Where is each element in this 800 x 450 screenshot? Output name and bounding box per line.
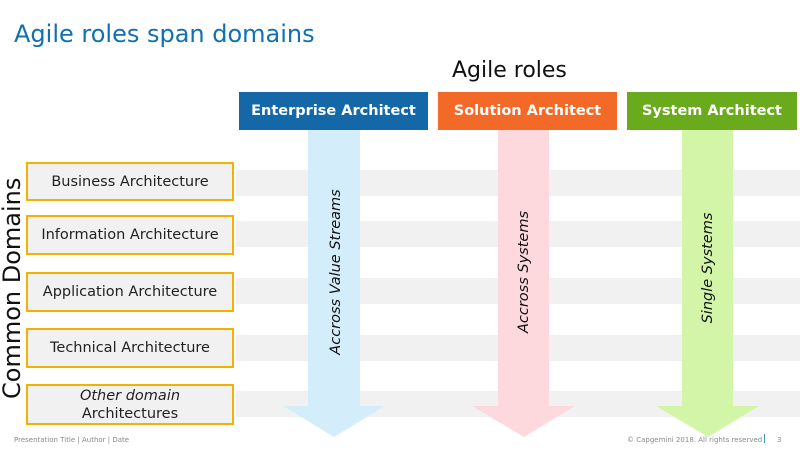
arrow-label-systems: Accross Systems [516, 210, 532, 334]
domain-label: Application Architecture [42, 284, 218, 300]
domain-information-architecture: Information Architecture [26, 215, 234, 255]
role-box-system-architect: System Architect [627, 92, 797, 130]
role-label-solution-architect: Solution Architect [453, 103, 602, 119]
footer-copyright: © Capgemini 2018. All rights reserved [627, 436, 763, 444]
agile-roles-heading: Agile roles [452, 58, 567, 83]
domain-label: Technical Architecture [50, 340, 210, 356]
role-label-enterprise-architect: Enterprise Architect [251, 103, 416, 119]
domain-other-architectures: Other domain Architectures [26, 384, 234, 425]
arrow-label-single-systems: Single Systems [700, 212, 716, 324]
domain-label: Business Architecture [51, 173, 209, 190]
domain-label: Information Architecture [41, 227, 219, 243]
footer-presentation-info: Presentation Title | Author | Date [14, 436, 130, 444]
page-number: 3 [777, 436, 782, 444]
arrow-enterprise-architect [283, 130, 385, 437]
footer-separator: | [763, 434, 767, 444]
arrow-system-architect [656, 130, 759, 437]
role-box-solution-architect: Solution Architect [438, 92, 617, 130]
domain-business-architecture: Business Architecture [26, 162, 234, 201]
arrow-label-value-streams: Accross Value Streams [328, 189, 344, 355]
domain-technical-architecture: Technical Architecture [26, 328, 234, 368]
domain-label-line2: Architectures [81, 405, 179, 422]
role-box-enterprise-architect: Enterprise Architect [239, 92, 428, 130]
domain-application-architecture: Application Architecture [26, 272, 234, 312]
slide-title: Agile roles span domains [14, 20, 315, 48]
arrow-solution-architect [472, 130, 575, 437]
role-label-system-architect: System Architect [641, 103, 782, 119]
domain-label-multiline: Other domain Architectures [80, 387, 180, 423]
domain-label-line1: Other domain [79, 387, 181, 404]
common-domains-heading: Common Domains [0, 177, 26, 399]
